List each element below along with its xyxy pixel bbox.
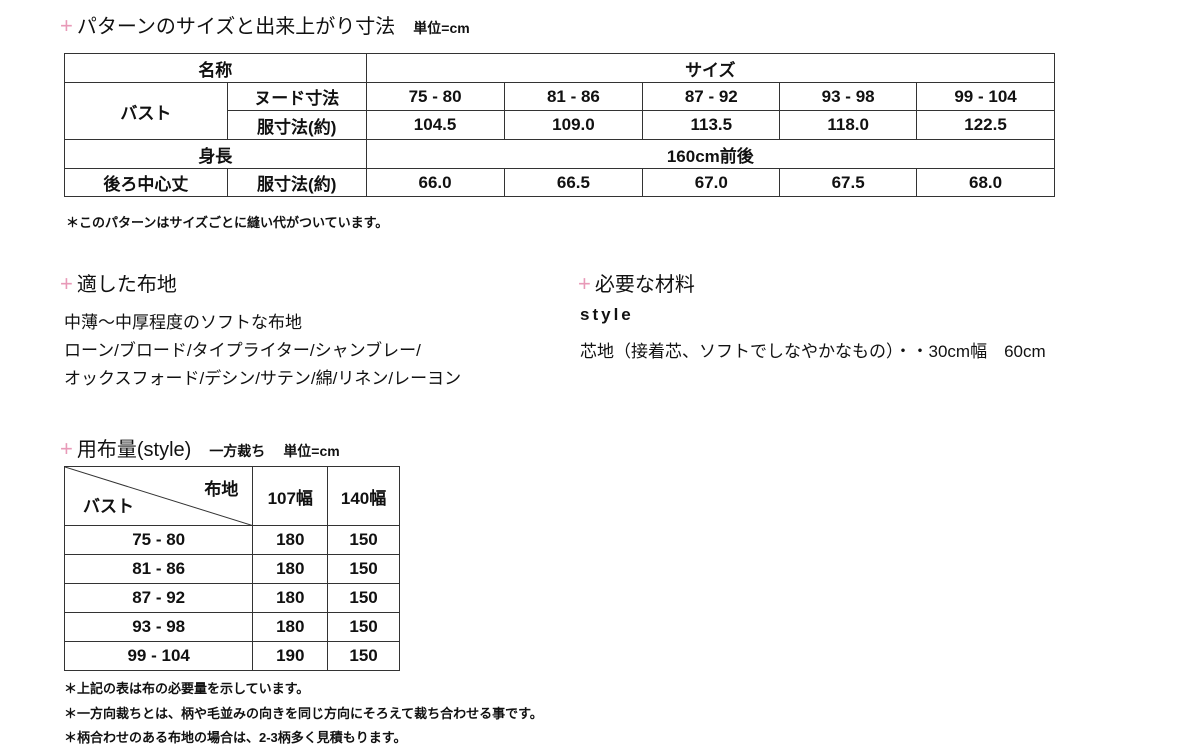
back-length-label: 後ろ中心丈 bbox=[64, 168, 228, 197]
height-value: 160cm前後 bbox=[365, 139, 1056, 169]
section-title: 用布量(style) bbox=[76, 439, 192, 461]
value-cell: 122.5 bbox=[916, 110, 1055, 140]
bust-cell: 87 - 92 bbox=[63, 583, 254, 613]
nude-label: ヌード寸法 bbox=[226, 82, 367, 111]
note-line: ＊一方向裁ちとは、柄や毛並みの向きを同じ方向にそろえて裁ち合わせる事です。 bbox=[64, 706, 543, 721]
yardage-cell: 150 bbox=[327, 554, 400, 584]
diagonal-line bbox=[65, 467, 254, 526]
plus-icon: + bbox=[578, 271, 591, 296]
value-cell: 66.0 bbox=[365, 168, 505, 197]
seam-note: ＊このパターンはサイズごとに縫い代がついています。 bbox=[66, 215, 389, 230]
plus-icon: + bbox=[60, 271, 73, 296]
yardage-cell: 150 bbox=[327, 583, 400, 613]
size-cell: 99 - 104 bbox=[916, 82, 1055, 111]
unit-label: 単位=cm bbox=[283, 443, 340, 459]
value-cell: 113.5 bbox=[642, 110, 781, 140]
header-size: サイズ bbox=[365, 53, 1056, 83]
yardage-cell: 180 bbox=[252, 554, 329, 584]
yardage-cell: 190 bbox=[252, 641, 329, 671]
unit-label: 単位=cm bbox=[413, 20, 470, 36]
yardage-cell: 180 bbox=[252, 612, 329, 642]
value-cell: 104.5 bbox=[365, 110, 505, 140]
yardage-cell: 180 bbox=[252, 583, 329, 613]
fabric-line: 中薄〜中厚程度のソフトな布地 bbox=[64, 313, 302, 332]
note-line: ＊上記の表は布の必要量を示しています。 bbox=[64, 681, 310, 696]
yardage-section-heading: +用布量(style) 一方裁ち 単位=cm bbox=[60, 433, 340, 462]
diagonal-header-cell: 布地 バスト bbox=[63, 466, 254, 526]
note-line: ＊柄合わせのある布地の場合は、2-3柄多く見積もります。 bbox=[64, 730, 407, 745]
value-cell: 68.0 bbox=[916, 168, 1055, 197]
materials-section-heading: +必要な材料 bbox=[578, 268, 695, 297]
size-cell: 81 - 86 bbox=[503, 82, 644, 111]
fabric-line: ローン/ブロード/タイプライター/シャンブレー/ bbox=[64, 341, 421, 360]
value-cell: 67.5 bbox=[779, 168, 918, 197]
fabric-section-heading: +適した布地 bbox=[60, 268, 177, 297]
value-cell: 109.0 bbox=[503, 110, 644, 140]
plus-icon: + bbox=[60, 13, 73, 38]
size-cell: 87 - 92 bbox=[642, 82, 781, 111]
plus-icon: + bbox=[60, 436, 73, 461]
yardage-cell: 150 bbox=[327, 612, 400, 642]
bust-cell: 81 - 86 bbox=[63, 554, 254, 584]
yardage-cell: 150 bbox=[327, 641, 400, 671]
yardage-cell: 180 bbox=[252, 525, 329, 555]
size-section-heading: +パターンのサイズと出来上がり寸法 単位=cm bbox=[60, 10, 470, 39]
section-title: 適した布地 bbox=[76, 274, 177, 296]
fabric-header: 布地 bbox=[204, 480, 239, 499]
bust-cell: 93 - 98 bbox=[63, 612, 254, 642]
size-cell: 93 - 98 bbox=[779, 82, 918, 111]
yardage-cell: 150 bbox=[327, 525, 400, 555]
section-title: 必要な材料 bbox=[594, 274, 695, 296]
size-cell: 75 - 80 bbox=[365, 82, 505, 111]
style-label: style bbox=[580, 305, 634, 324]
section-title: パターンのサイズと出来上がり寸法 bbox=[76, 16, 396, 38]
bust-label: バスト bbox=[64, 82, 228, 140]
bust-header: バスト bbox=[83, 497, 134, 516]
value-cell: 66.5 bbox=[503, 168, 644, 197]
garment-label: 服寸法(約) bbox=[226, 110, 367, 140]
garment-label: 服寸法(約) bbox=[226, 168, 367, 197]
cut-label: 一方裁ち bbox=[209, 443, 266, 459]
width-107-header: 107幅 bbox=[252, 466, 329, 526]
height-label: 身長 bbox=[64, 139, 367, 169]
value-cell: 118.0 bbox=[779, 110, 918, 140]
material-item: 芯地（接着芯、ソフトでしなやかなもの）・・30cm幅 60cm bbox=[580, 342, 1046, 361]
width-140-header: 140幅 bbox=[327, 466, 400, 526]
header-name: 名称 bbox=[64, 53, 367, 83]
bust-cell: 75 - 80 bbox=[63, 525, 254, 555]
value-cell: 67.0 bbox=[642, 168, 781, 197]
fabric-line: オックスフォード/デシン/サテン/綿/リネン/レーヨン bbox=[64, 369, 462, 388]
bust-cell: 99 - 104 bbox=[63, 641, 254, 671]
